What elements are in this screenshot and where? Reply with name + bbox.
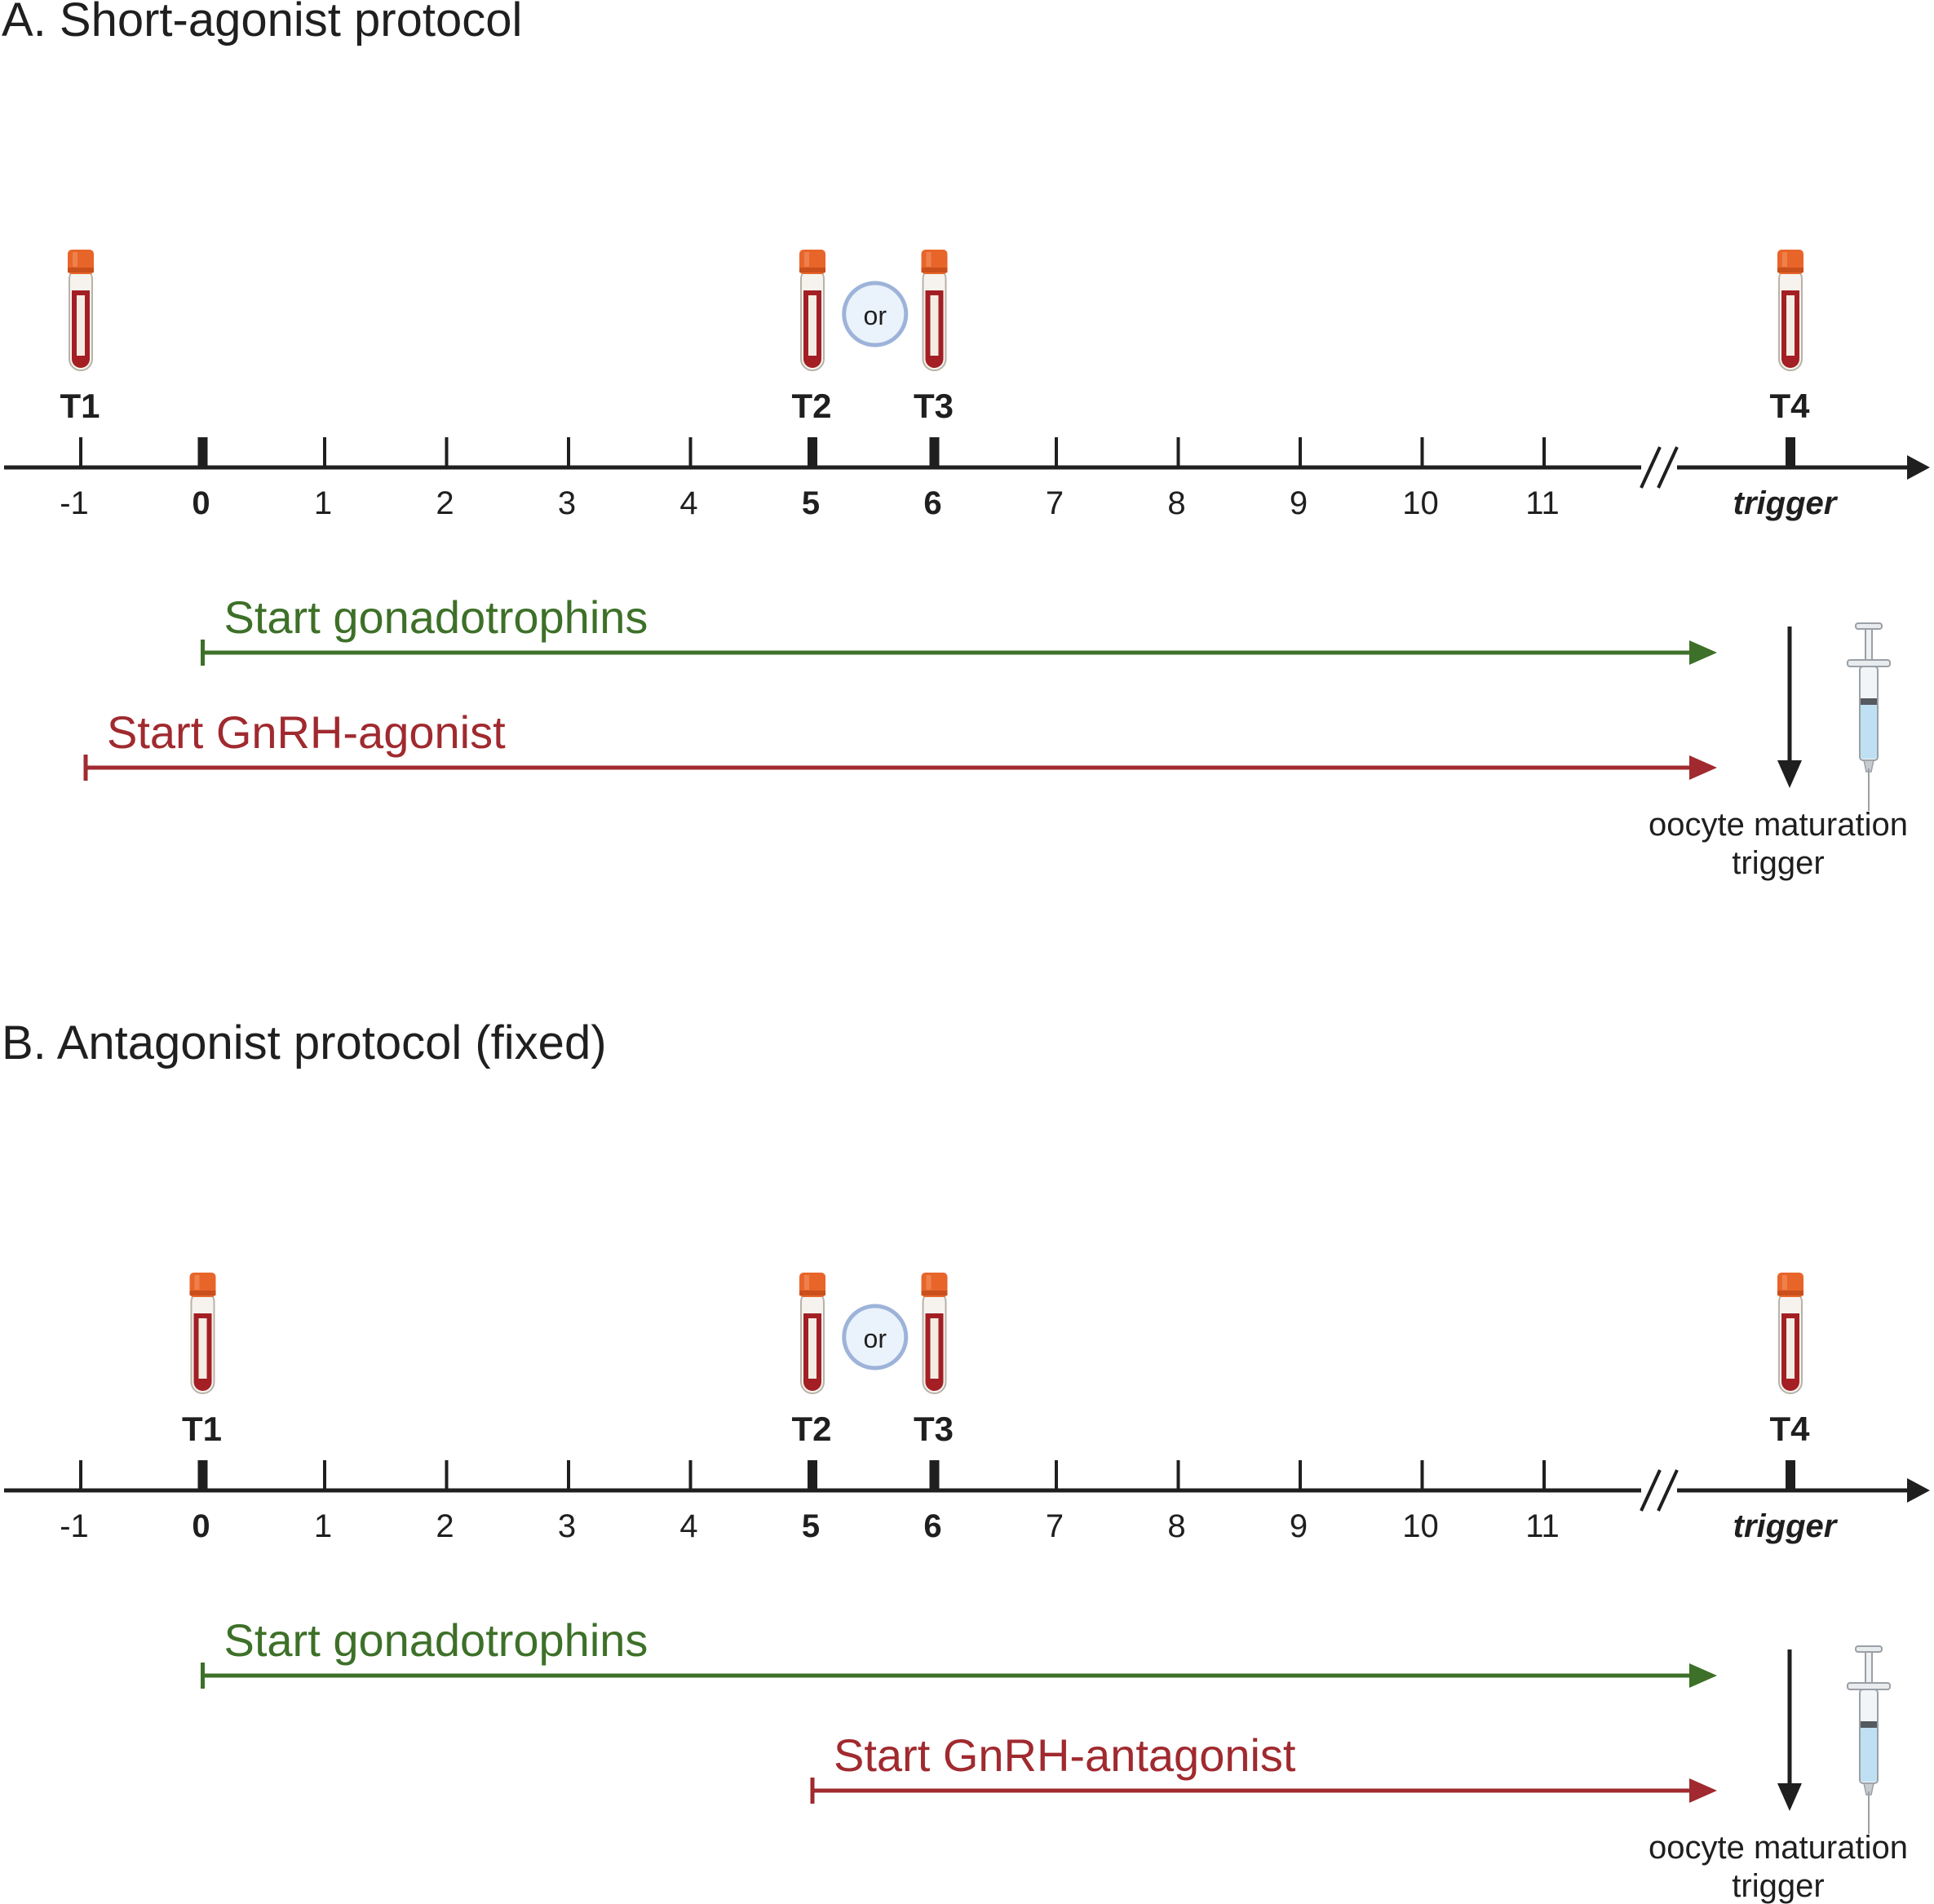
axis-break-gap: [1641, 1470, 1677, 1511]
or-badge: [842, 1304, 909, 1370]
treatment-label: Start GnRH-agonist: [107, 706, 506, 758]
trigger-down-arrowhead: [1777, 760, 1802, 788]
day-label: 5: [802, 1508, 820, 1544]
day-label: 11: [1525, 485, 1560, 521]
day-label: 8: [1167, 485, 1185, 521]
axis-break-mark: [1640, 446, 1662, 489]
day-label: 4: [679, 1508, 697, 1544]
treatment-label: Start gonadotrophins: [224, 1614, 648, 1666]
panel-b: B. Antagonist protocol (fixed) -1 0 1 2 3 4 5 6 7…: [2, 1016, 1930, 1904]
day-label: 3: [558, 485, 576, 521]
sample-label: T4: [1769, 387, 1810, 425]
treatment-arrowhead: [1689, 640, 1717, 665]
treatment-arrowhead: [1689, 1663, 1717, 1688]
oocyte-label-line2: trigger: [1732, 845, 1824, 881]
day-label: 7: [1046, 485, 1064, 521]
blood-sample-tube-icon: [188, 1272, 217, 1394]
axis-break-mark: [1657, 1469, 1679, 1512]
sample-label: T2: [791, 387, 831, 425]
sample-label: T3: [914, 1410, 954, 1448]
day-label: 6: [923, 1508, 941, 1544]
or-label: or: [864, 301, 887, 330]
day-label: 5: [802, 485, 820, 521]
oocyte-label-line2: trigger: [1732, 1868, 1824, 1904]
sample-label: T3: [914, 387, 954, 425]
oocyte-label-line1: oocyte maturation: [1649, 1830, 1908, 1866]
day-label: 1: [314, 1508, 332, 1544]
oocyte-label-line1: oocyte maturation: [1649, 807, 1908, 843]
day-label: 8: [1167, 1508, 1185, 1544]
blood-sample-tube-icon: [1777, 1272, 1804, 1394]
trigger-down-arrowhead: [1777, 1783, 1802, 1811]
day-label: 6: [923, 485, 941, 521]
blood-sample-tube-icon: [920, 249, 949, 371]
sample-label: T1: [60, 387, 100, 425]
axis-break-mark: [1657, 446, 1679, 489]
blood-sample-tube-icon: [920, 1272, 949, 1394]
panel-a: A. Short-agonist protocol -1 0 1 2 3 4 5 6 7 8 9 10 1…: [2, 0, 1930, 881]
treatment-arrowhead: [1689, 755, 1717, 780]
trigger-day-label: trigger: [1733, 1508, 1839, 1544]
day-label: 2: [436, 1508, 454, 1544]
day-label: 0: [192, 485, 210, 521]
day-label: 7: [1046, 1508, 1064, 1544]
day-label: 3: [558, 1508, 576, 1544]
blood-sample-tube-icon: [67, 249, 95, 371]
timeline-arrowhead: [1907, 455, 1930, 480]
trigger-day-label: trigger: [1733, 485, 1839, 521]
blood-sample-tube-icon: [1777, 249, 1804, 371]
syringe-icon: [1847, 1645, 1891, 1835]
or-label: or: [864, 1324, 887, 1353]
sample-label: T4: [1769, 1410, 1810, 1448]
day-label: 1: [314, 485, 332, 521]
day-label: 11: [1525, 1508, 1560, 1544]
day-label: 2: [436, 485, 454, 521]
day-label: 10: [1402, 485, 1439, 521]
panel-title: B. Antagonist protocol (fixed): [2, 1016, 607, 1069]
treatment-label: Start gonadotrophins: [224, 591, 648, 643]
or-badge: [842, 281, 909, 348]
sample-label: T1: [182, 1410, 222, 1448]
blood-sample-tube-icon: [799, 1272, 826, 1394]
day-label: 4: [679, 485, 697, 521]
treatment-arrowhead: [1689, 1778, 1717, 1803]
syringe-icon: [1847, 622, 1891, 812]
axis-break-gap: [1641, 447, 1677, 488]
treatment-label: Start GnRH-antagonist: [834, 1729, 1296, 1781]
axis-break-mark: [1640, 1469, 1662, 1512]
blood-sample-tube-icon: [799, 249, 826, 371]
day-label: -1: [60, 1508, 89, 1544]
day-label: 9: [1290, 485, 1308, 521]
day-label: 9: [1290, 1508, 1308, 1544]
panel-title: A. Short-agonist protocol: [2, 0, 522, 46]
day-label: 10: [1402, 1508, 1439, 1544]
day-label: -1: [60, 485, 89, 521]
day-label: 0: [192, 1508, 210, 1544]
timeline-arrowhead: [1907, 1478, 1930, 1503]
sample-label: T2: [791, 1410, 831, 1448]
